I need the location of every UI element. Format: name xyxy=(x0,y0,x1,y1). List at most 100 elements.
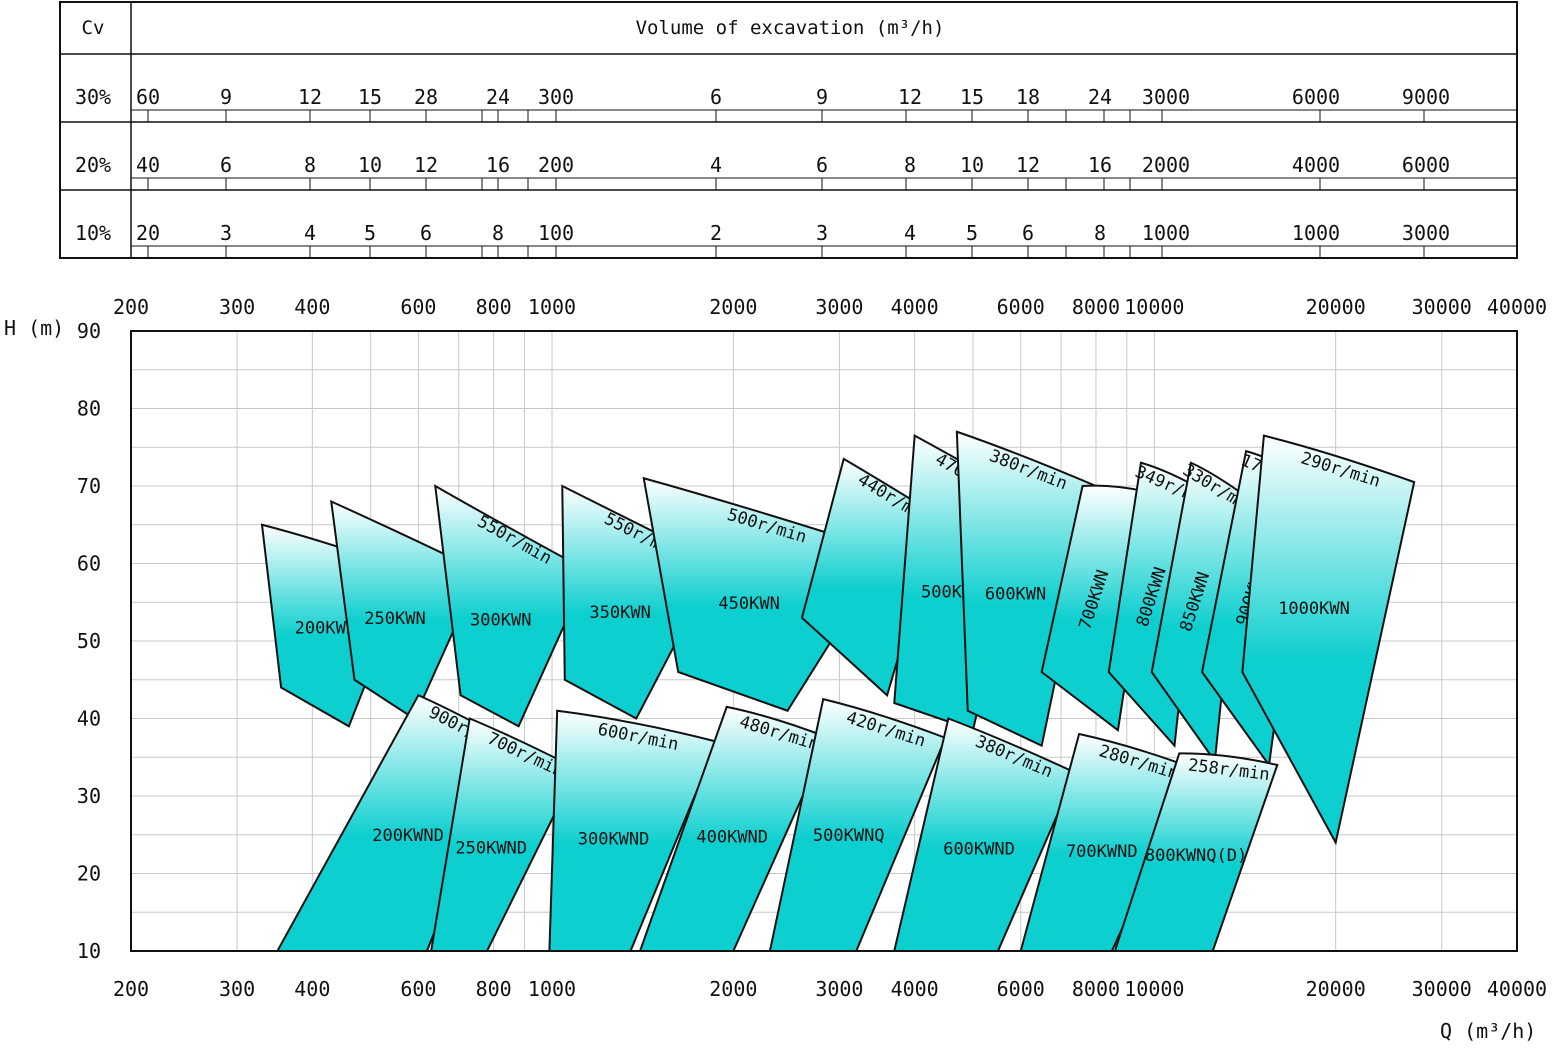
y-tick: 70 xyxy=(77,474,101,498)
row-value: 6 xyxy=(710,85,722,109)
x-tick-top: 10000 xyxy=(1124,295,1184,319)
x-tick-bottom: 800 xyxy=(476,977,512,1001)
row-value: 60 xyxy=(136,85,160,109)
row-value: 24 xyxy=(486,85,510,109)
row-value: 4000 xyxy=(1292,153,1340,177)
row-value: 8 xyxy=(1094,221,1106,245)
x-tick-bottom: 400 xyxy=(294,977,330,1001)
row-value: 6 xyxy=(816,153,828,177)
x-tick-bottom: 6000 xyxy=(997,977,1045,1001)
row-value: 6 xyxy=(1022,221,1034,245)
pump-region xyxy=(1241,434,1416,846)
x-tick-top: 2000 xyxy=(709,295,757,319)
model-label: 1000KWN xyxy=(1278,599,1350,619)
row-value: 40 xyxy=(136,153,160,177)
row-value: 4 xyxy=(304,221,316,245)
x-tick-top: 40000 xyxy=(1487,295,1547,319)
row-value: 5 xyxy=(966,221,978,245)
row-value: 2000 xyxy=(1142,153,1190,177)
x-tick-bottom: 8000 xyxy=(1072,977,1120,1001)
pump-region xyxy=(638,705,831,952)
row-value: 18 xyxy=(1016,85,1040,109)
x-tick-top: 1000 xyxy=(528,295,576,319)
model-label: 250KWND xyxy=(455,838,527,858)
row-value: 12 xyxy=(414,153,438,177)
x-tick-top: 800 xyxy=(476,295,512,319)
row-value: 3000 xyxy=(1142,85,1190,109)
x-tick-bottom: 4000 xyxy=(891,977,939,1001)
row-value: 3000 xyxy=(1402,221,1450,245)
model-label: 500KWNQ xyxy=(813,826,885,846)
row-value: 16 xyxy=(1088,153,1112,177)
row-value: 28 xyxy=(414,85,438,109)
row-value: 5 xyxy=(364,221,376,245)
volume-table: Cv Volume of excavation (m³/h) 30% 60 9 12 1… xyxy=(59,1,1518,259)
row-value: 24 xyxy=(1088,85,1112,109)
model-label: 300KWND xyxy=(578,830,650,850)
row-value: 3 xyxy=(220,221,232,245)
y-tick: 20 xyxy=(77,862,101,886)
row-value: 3 xyxy=(816,221,828,245)
row-value: 12 xyxy=(898,85,922,109)
row-value: 8 xyxy=(492,221,504,245)
x-tick-bottom: 1000 xyxy=(528,977,576,1001)
row-label-0: 30% xyxy=(75,85,111,109)
x-tick-bottom: 3000 xyxy=(815,977,863,1001)
y-tick: 90 xyxy=(77,319,101,343)
row-value: 8 xyxy=(904,153,916,177)
model-label: 600KWN xyxy=(985,585,1046,605)
row-value: 9000 xyxy=(1402,85,1450,109)
x-tick-bottom: 600 xyxy=(400,977,436,1001)
x-tick-bottom: 30000 xyxy=(1412,977,1472,1001)
y-tick: 30 xyxy=(77,784,101,808)
y-tick: 10 xyxy=(77,939,101,963)
row-value: 300 xyxy=(538,85,574,109)
plot-frame xyxy=(130,330,1518,952)
row-value: 100 xyxy=(538,221,574,245)
x-tick-bottom: 300 xyxy=(219,977,255,1001)
row-value: 6 xyxy=(220,153,232,177)
pump-region xyxy=(768,697,947,952)
y-axis-label: H (m) xyxy=(4,316,64,340)
model-label: 800KWNQ(D) xyxy=(1145,846,1247,866)
row-value: 6000 xyxy=(1292,85,1340,109)
row-value: 2 xyxy=(710,221,722,245)
model-label: 250KWN xyxy=(364,609,425,629)
row-value: 20 xyxy=(136,221,160,245)
row-value: 1000 xyxy=(1292,221,1340,245)
model-label: 350KWN xyxy=(589,603,650,623)
x-tick-top: 30000 xyxy=(1412,295,1472,319)
row-value: 9 xyxy=(816,85,828,109)
row-value: 4 xyxy=(904,221,916,245)
row-value: 1000 xyxy=(1142,221,1190,245)
row-value: 8 xyxy=(304,153,316,177)
volume-title: Volume of excavation (m³/h) xyxy=(636,17,945,39)
row-value: 15 xyxy=(358,85,382,109)
model-label: 400KWND xyxy=(696,828,768,848)
row-value: 200 xyxy=(538,153,574,177)
x-tick-top: 4000 xyxy=(891,295,939,319)
x-tick-bottom: 200 xyxy=(113,977,149,1001)
x-tick-bottom: 20000 xyxy=(1306,977,1366,1001)
cv-label: Cv xyxy=(82,17,105,39)
y-tick: 40 xyxy=(77,707,101,731)
x-tick-top: 6000 xyxy=(997,295,1045,319)
row-value: 10 xyxy=(960,153,984,177)
x-tick-top: 300 xyxy=(219,295,255,319)
row-label-2: 10% xyxy=(75,221,111,245)
row-value: 6000 xyxy=(1402,153,1450,177)
x-tick-top: 600 xyxy=(400,295,436,319)
row-value: 12 xyxy=(1016,153,1040,177)
y-tick: 60 xyxy=(77,552,101,576)
x-tick-top: 400 xyxy=(294,295,330,319)
row-value: 4 xyxy=(710,153,722,177)
x-tick-bottom: 2000 xyxy=(709,977,757,1001)
model-label: 600KWND xyxy=(943,839,1015,859)
y-tick: 80 xyxy=(77,397,101,421)
row-value: 9 xyxy=(220,85,232,109)
pump-region xyxy=(429,717,579,952)
model-label: 450KWN xyxy=(718,594,779,614)
table-frame xyxy=(59,1,1518,259)
pump-region xyxy=(1113,752,1279,952)
